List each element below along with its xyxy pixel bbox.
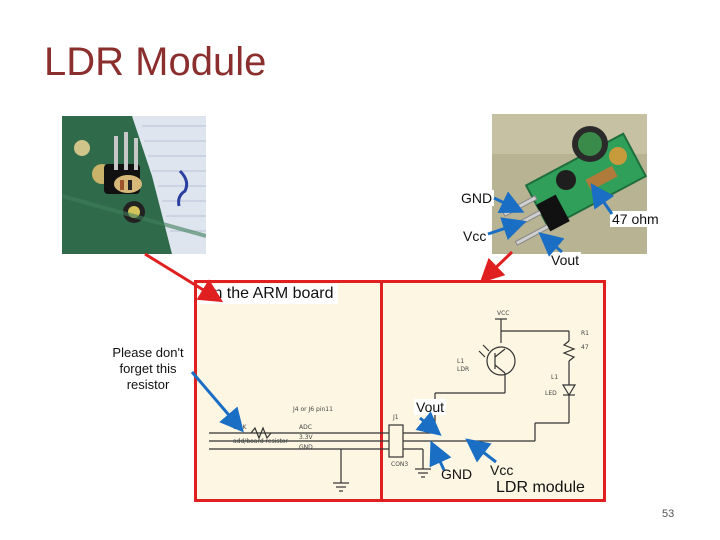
- schematic-vcc-label: Vcc: [490, 462, 514, 478]
- svg-text:LED: LED: [545, 390, 557, 397]
- slide-title: LDR Module: [44, 40, 267, 84]
- photo-gnd-label: GND: [459, 190, 495, 206]
- panel-divider: [380, 280, 383, 502]
- arm-board-label: On the ARM board: [197, 284, 338, 304]
- svg-text:ADC: ADC: [299, 424, 312, 431]
- svg-text:VCC: VCC: [497, 310, 509, 317]
- arrow-vout: [538, 232, 565, 257]
- schematic-vout-label: Vout: [414, 399, 447, 415]
- svg-text:3.3V: 3.3V: [299, 434, 314, 441]
- svg-text:L1: L1: [457, 358, 464, 365]
- schematic-gnd-label: GND: [441, 466, 473, 482]
- photo-vcc-label: Vcc: [461, 228, 489, 244]
- svg-text:LDR: LDR: [457, 366, 469, 373]
- arrow-schematic-gnd: [429, 440, 452, 471]
- svg-text:47: 47: [581, 344, 589, 351]
- svg-text:CON3: CON3: [391, 461, 408, 468]
- svg-text:add/board resistor: add/board resistor: [233, 438, 289, 445]
- ldr-module-label: LDR module: [496, 479, 585, 496]
- svg-text:L1: L1: [551, 374, 558, 381]
- page-number: 53: [662, 508, 675, 520]
- arrow-schematic-vcc: [465, 438, 497, 464]
- resistor-note: Please don't forget this resistor: [104, 345, 192, 393]
- arrow-schematic-vout: [415, 411, 442, 436]
- svg-text:GND: GND: [299, 444, 313, 451]
- arm-board-photo: [62, 116, 206, 254]
- svg-text:J4 or J6 pin11: J4 or J6 pin11: [292, 406, 333, 413]
- arrow-module-to-panel: [479, 250, 514, 284]
- schematic-panel: [194, 280, 606, 502]
- arm-board-photo-graphic: [62, 116, 206, 254]
- arrow-note: [190, 371, 244, 433]
- photo-resistor-label: 47 ohm: [610, 211, 661, 227]
- svg-text:J1: J1: [392, 414, 399, 421]
- arrow-gnd: [493, 191, 525, 214]
- arrow-board-to-panel: [144, 252, 224, 303]
- arrow-resistor: [590, 183, 615, 215]
- arrow-vcc: [487, 217, 527, 241]
- svg-text:R1: R1: [581, 330, 589, 337]
